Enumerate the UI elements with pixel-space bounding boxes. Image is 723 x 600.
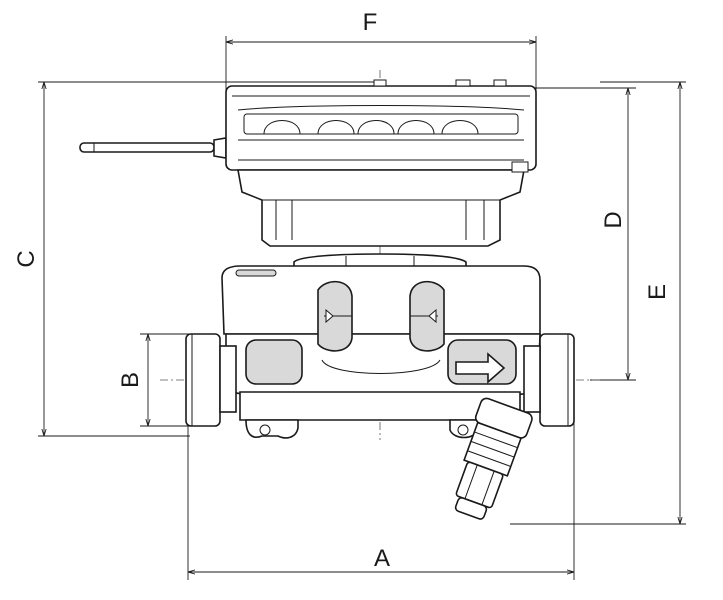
- dimension-f: F: [225, 9, 537, 92]
- dimension-label-a: A: [374, 545, 390, 572]
- left-seal-lug: [245, 419, 299, 439]
- left-coupling: [185, 333, 237, 427]
- dimension-label-d: D: [600, 211, 627, 228]
- dimension-c: C: [13, 81, 380, 437]
- dimension-label-e: E: [644, 284, 671, 300]
- strainer-branch: [454, 397, 533, 520]
- adapter-housing: [237, 161, 529, 247]
- flow-arrow-icon: [455, 352, 506, 384]
- dimension-label-c: C: [13, 250, 40, 267]
- cable: [79, 137, 227, 159]
- meter-body: [221, 265, 541, 421]
- dimension-label-b: B: [117, 372, 144, 388]
- dimension-label-f: F: [363, 9, 378, 36]
- calculator-head: [225, 79, 537, 171]
- dimension-e: E: [510, 81, 686, 525]
- dimension-b: B: [117, 333, 196, 427]
- right-coupling: [523, 333, 575, 427]
